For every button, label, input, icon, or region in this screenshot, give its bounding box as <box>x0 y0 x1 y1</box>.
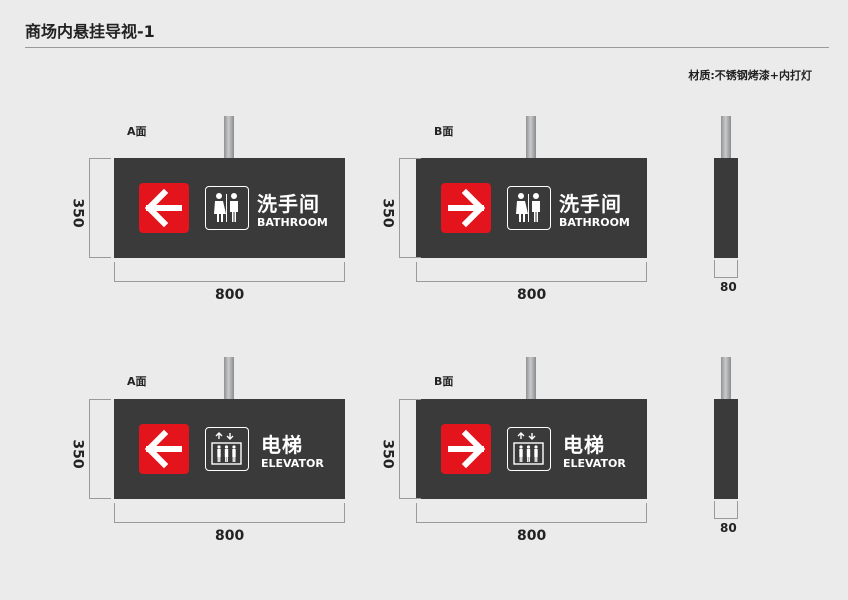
sign-label-en: ELEVATOR <box>563 457 626 470</box>
elevator-icon <box>205 427 249 471</box>
depth-dimension: 80 <box>720 280 737 294</box>
face-label-b: B面 <box>434 125 454 138</box>
left-arrow-icon <box>139 424 189 474</box>
height-dimension: 350 <box>379 439 396 469</box>
sign-label-cn: 电梯 <box>563 433 605 457</box>
width-dimension-line <box>416 503 647 523</box>
face-label-a: A面 <box>127 125 147 138</box>
sign-label-cn: 电梯 <box>261 433 303 457</box>
height-dimension: 350 <box>69 439 86 469</box>
hanging-pole <box>224 116 234 158</box>
hanging-pole <box>224 357 234 399</box>
sign-panel-b: 洗手间 BATHROOM <box>416 158 647 258</box>
width-dimension-line <box>416 262 647 282</box>
height-dimension: 350 <box>69 198 86 228</box>
height-dimension: 350 <box>379 198 396 228</box>
depth-dimension-line <box>714 260 738 278</box>
elevator-icon <box>507 427 551 471</box>
width-dimension: 800 <box>215 287 245 303</box>
height-dimension-line <box>399 399 421 499</box>
width-dimension: 800 <box>517 287 547 303</box>
sign-label-en: BATHROOM <box>559 216 630 229</box>
hanging-pole <box>721 357 731 399</box>
right-arrow-icon <box>441 424 491 474</box>
depth-dimension: 80 <box>720 521 737 535</box>
width-dimension-line <box>114 262 345 282</box>
width-dimension: 800 <box>517 528 547 544</box>
page-title: 商场内悬挂导视-1 <box>25 22 155 41</box>
side-view-panel <box>714 158 738 258</box>
side-view-panel <box>714 399 738 499</box>
sign-label-cn: 洗手间 <box>559 192 622 216</box>
hanging-pole <box>526 357 536 399</box>
face-label-b: B面 <box>434 375 454 388</box>
width-dimension: 800 <box>215 528 245 544</box>
left-arrow-icon <box>139 183 189 233</box>
right-arrow-icon <box>441 183 491 233</box>
sign-panel-a: 电梯 ELEVATOR <box>114 399 345 499</box>
height-dimension-line <box>89 399 111 499</box>
title-divider <box>25 47 829 48</box>
depth-dimension-line <box>714 501 738 519</box>
sign-label-en: BATHROOM <box>257 216 328 229</box>
face-label-a: A面 <box>127 375 147 388</box>
restroom-icon <box>507 186 551 230</box>
sign-panel-a: 洗手间 BATHROOM <box>114 158 345 258</box>
sign-label-en: ELEVATOR <box>261 457 324 470</box>
sign-panel-b: 电梯 ELEVATOR <box>416 399 647 499</box>
hanging-pole <box>526 116 536 158</box>
material-note: 材质:不锈钢烤漆+内打灯 <box>688 69 812 82</box>
height-dimension-line <box>399 158 421 258</box>
sign-label-cn: 洗手间 <box>257 192 320 216</box>
width-dimension-line <box>114 503 345 523</box>
hanging-pole <box>721 116 731 158</box>
restroom-icon <box>205 186 249 230</box>
height-dimension-line <box>89 158 111 258</box>
